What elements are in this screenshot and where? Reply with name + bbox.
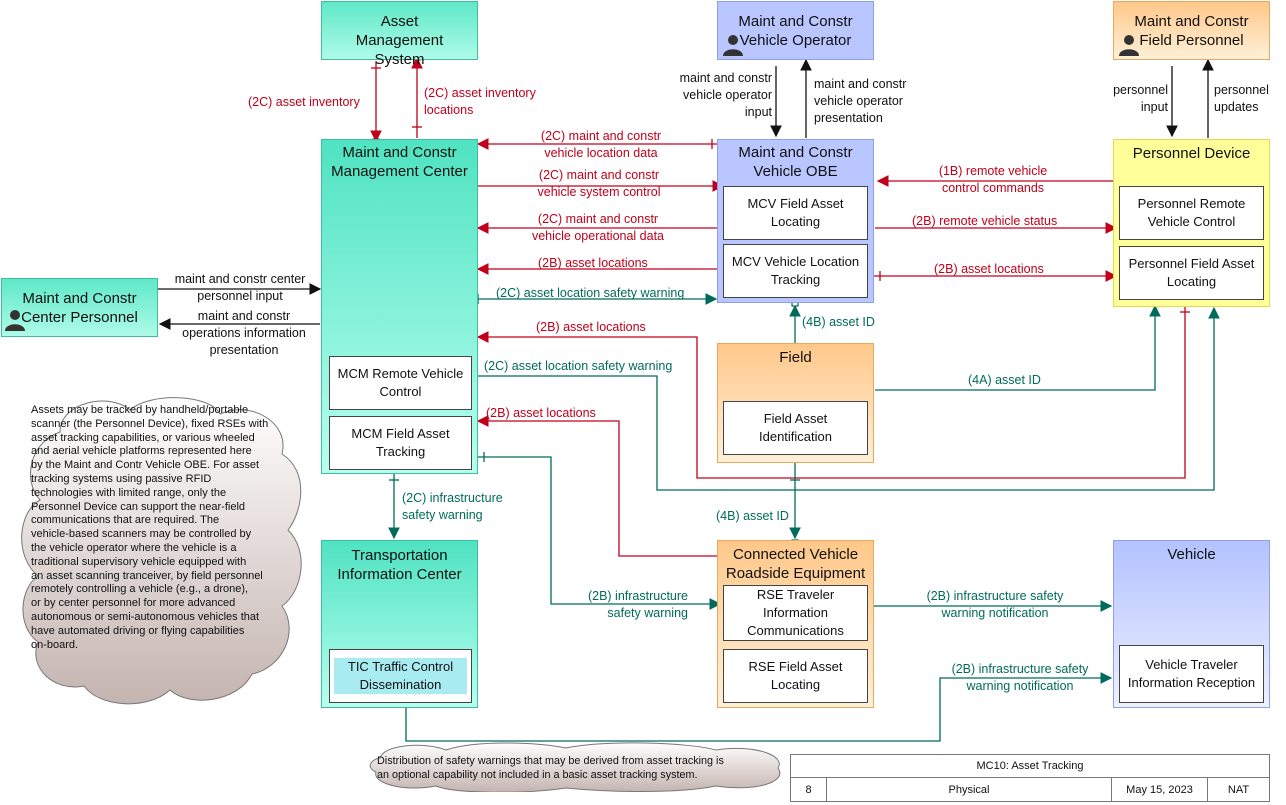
bottom-note-line: Distribution of safety warnings that may…	[377, 755, 724, 767]
flow-label-vehicle-location-data: (2C) maint and constr vehicle location d…	[540, 129, 662, 160]
tic-traffic-control-dissemination[interactable]: TIC Traffic Control Dissemination	[329, 649, 472, 703]
cloud-note-line: the vehicle operator where the vehicle i…	[31, 541, 237, 554]
flow-label-asset-id-4b-top: (4B) asset ID	[802, 315, 875, 329]
mcv-field-asset-locating[interactable]: MCV Field Asset Locating	[723, 186, 868, 240]
maint-constr-field-personnel[interactable]: Maint and Constr Field Personnel	[1113, 1, 1270, 60]
maint-constr-vehicle-obe[interactable]: Maint and Constr Vehicle OBE MCV Field A…	[717, 139, 874, 303]
flow-label-asset-location-safety-warning-1: (2C) asset location safety warning	[496, 286, 685, 300]
flow-label-remote-vehicle-status: (2B) remote vehicle status	[912, 214, 1058, 228]
person-icon	[5, 310, 25, 331]
mcv-vehicle-location-tracking[interactable]: MCV Vehicle Location Tracking	[723, 244, 868, 298]
cloud-note-line: communications that are required. The	[31, 514, 220, 527]
flow-label-infrastructure-safety-warning-2b: (2B) infrastructure safety warning	[587, 589, 688, 620]
person-icon	[1119, 35, 1139, 56]
tic-dissemination-label: TIC Traffic Control Dissemination	[334, 658, 467, 694]
cloud-note-line: by the Maint and Contr Vehicle OBE. For …	[31, 459, 260, 472]
vehicle-traveler-information-reception[interactable]: Vehicle Traveler Information Reception	[1119, 645, 1264, 703]
mcm-field-asset-tracking[interactable]: MCM Field Asset Tracking	[329, 416, 472, 470]
flow-label-infrastructure-safety-warning-2c: (2C) infrastructure safety warning	[402, 491, 503, 522]
personnel-device-title: Personnel Device	[1132, 145, 1251, 162]
maint-constr-vehicle-operator[interactable]: Maint and Constr Vehicle Operator	[717, 1, 874, 60]
cloud-note-line: scanner (the Personnel Device), fixed RS…	[31, 417, 269, 430]
cloud-note-line: traditional supervisory vehicle equipped…	[31, 555, 247, 568]
flow-label-personnel-updates: personnel updates	[1214, 83, 1269, 114]
flow-label-asset-id-4b-bottom: (4B) asset ID	[716, 509, 789, 523]
cloud-note-line: asset tracking capabilities, or various …	[31, 431, 255, 444]
title-block-date: May 15, 2023	[1111, 777, 1208, 802]
tic-title: Transportation Information Center	[337, 547, 462, 583]
person-icon	[723, 35, 743, 56]
field-asset-identification[interactable]: Field Asset Identification	[723, 401, 868, 455]
cloud-note-line: technologies with limited range, only th…	[31, 486, 227, 499]
personnel-field-asset-locating[interactable]: Personnel Field Asset Locating	[1119, 246, 1264, 300]
flow-label-asset-locations-pd: (2B) asset locations	[536, 320, 646, 334]
mcm-remote-vehicle-control[interactable]: MCM Remote Vehicle Control	[329, 356, 472, 410]
maint-constr-center-personnel[interactable]: Maint and Constr Center Personnel	[1, 278, 158, 337]
flow-label-operations-information-presentation: maint and constr operations information …	[182, 309, 306, 357]
cloud-note-line: tracking systems using passive RFID	[31, 472, 212, 485]
field-title: Field	[779, 349, 812, 366]
flow-label-asset-id-4a: (4A) asset ID	[968, 373, 1041, 387]
rse-traveler-information-communications[interactable]: RSE Traveler Information Communications	[723, 585, 868, 641]
asset-management-system[interactable]: Asset Management System	[321, 1, 478, 68]
cloud-note-shape	[21, 397, 302, 705]
field[interactable]: Field Field Asset Identification	[717, 343, 874, 463]
flow-label-asset-inventory-locations: (2C) asset inventory locations	[424, 86, 536, 117]
cloud-note-line: and aerial vehicle platforms represented…	[31, 445, 252, 458]
cloud-note-line: autonomous or semi-autonomous vehicles t…	[31, 610, 260, 623]
personnel-remote-vehicle-control[interactable]: Personnel Remote Vehicle Control	[1119, 186, 1264, 240]
cloud-note-line: an asset scanning tranceiver, by field p…	[31, 569, 263, 582]
flow-label-asset-locations-rse: (2B) asset locations	[486, 406, 596, 420]
transportation-information-center[interactable]: Transportation Information Center TIC Tr…	[321, 540, 478, 708]
flow-label-center-personnel-input: maint and constr center personnel input	[174, 272, 306, 303]
bottom-note-line: an optional capability not included in a…	[377, 768, 698, 781]
cloud-note-line: Personnel Device can support the near-fi…	[31, 500, 246, 513]
mcm-center-title: Maint and Constr Management Center	[331, 144, 468, 180]
center-personnel-title: Maint and Constr Center Personnel	[21, 290, 138, 326]
flow-label-asset-inventory: (2C) asset inventory	[248, 95, 360, 109]
title-block-org: NAT	[1207, 777, 1270, 802]
cloud-note-line: have automated driving or flying capabil…	[31, 624, 245, 637]
title-block-title: MC10: Asset Tracking	[790, 754, 1270, 778]
cvre-title: Connected Vehicle Roadside Equipment	[725, 546, 866, 582]
bottom-note-shape	[369, 742, 781, 792]
vehicle[interactable]: Vehicle Vehicle Traveler Information Rec…	[1113, 540, 1270, 708]
cloud-note-line: remotely controlling a vehicle (e.g., a …	[31, 583, 249, 596]
title-block-page: 8	[790, 777, 827, 802]
flow-label-vehicle-operational-data: (2C) maint and constr vehicle operationa…	[531, 212, 665, 243]
flow-label-infrastructure-safety-warning-notification-1: (2B) infrastructure safety warning notif…	[926, 589, 1064, 620]
flow-label-remote-vehicle-control-commands: (1B) remote vehicle control commands	[938, 164, 1048, 195]
vehicle-operator-title: Maint and Constr Vehicle Operator	[738, 13, 853, 49]
flow-label-personnel-input: personnel input	[1113, 83, 1168, 114]
cloud-note-text: Assets may be tracked by handheld/portab…	[31, 404, 268, 652]
maint-constr-management-center[interactable]: Maint and Constr Management Center MCM R…	[321, 139, 478, 474]
flow-label-asset-locations-mcv: (2B) asset locations	[934, 262, 1044, 276]
flow-label-infrastructure-safety-warning-notification-2: (2B) infrastructure safety warning notif…	[951, 662, 1089, 693]
title-block-view: Physical	[826, 777, 1112, 802]
flow-label-vehicle-operator-input: maint and constr vehicle operator input	[679, 71, 772, 119]
cloud-note-line: on-board.	[31, 638, 79, 651]
flow-label-asset-locations-obe: (2B) asset locations	[538, 256, 648, 270]
asset-management-system-title: Asset Management System	[355, 13, 444, 68]
vehicle-title: Vehicle	[1167, 546, 1216, 563]
flow-label-asset-location-safety-warning-2: (2C) asset location safety warning	[484, 359, 673, 373]
bottom-note-text: Distribution of safety warnings that may…	[377, 755, 724, 782]
cloud-note-line: vehicle-based scanners may be controlled…	[31, 528, 252, 541]
personnel-device[interactable]: Personnel Device Personnel Remote Vehicl…	[1113, 139, 1270, 307]
cloud-note-line: Assets may be tracked by handheld/portab…	[31, 404, 249, 416]
flow-label-vehicle-system-control: (2C) maint and constr vehicle system con…	[537, 168, 661, 199]
connected-vehicle-roadside-equipment[interactable]: Connected Vehicle Roadside Equipment RSE…	[717, 540, 874, 708]
cloud-note-line: or by center personnel for more advanced	[31, 597, 236, 610]
flow-label-vehicle-operator-presentation: maint and constr vehicle operator presen…	[814, 77, 907, 125]
field-personnel-title: Maint and Constr Field Personnel	[1134, 13, 1249, 49]
obe-title: Maint and Constr Vehicle OBE	[738, 144, 853, 180]
rse-field-asset-locating[interactable]: RSE Field Asset Locating	[723, 649, 868, 703]
